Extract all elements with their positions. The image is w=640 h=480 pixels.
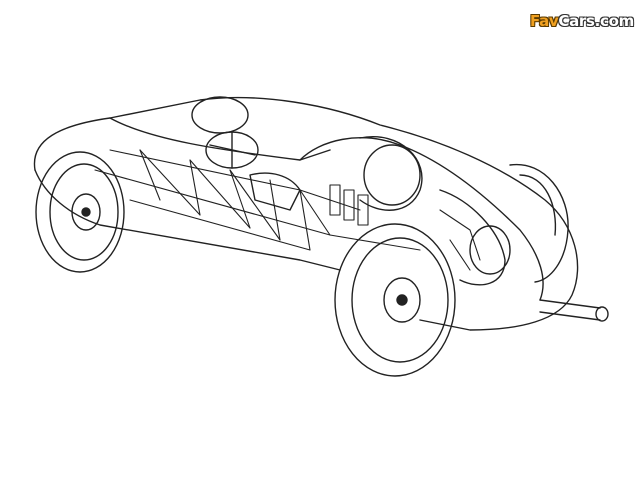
far-wheel-rear — [191, 96, 249, 134]
watermark-cars: Cars.com — [558, 12, 634, 30]
exhaust-pipe — [539, 299, 609, 322]
front-wheel — [35, 151, 125, 273]
favcars-watermark-logo: FavCars.com — [530, 12, 634, 30]
rear-wheel-near — [334, 223, 456, 377]
rear-wheel-far — [509, 163, 569, 283]
tube-frame — [94, 149, 421, 251]
engine — [329, 184, 481, 271]
car-body — [33, 96, 579, 331]
cockpit — [205, 131, 301, 211]
watermark-fav: Fav — [530, 12, 559, 30]
